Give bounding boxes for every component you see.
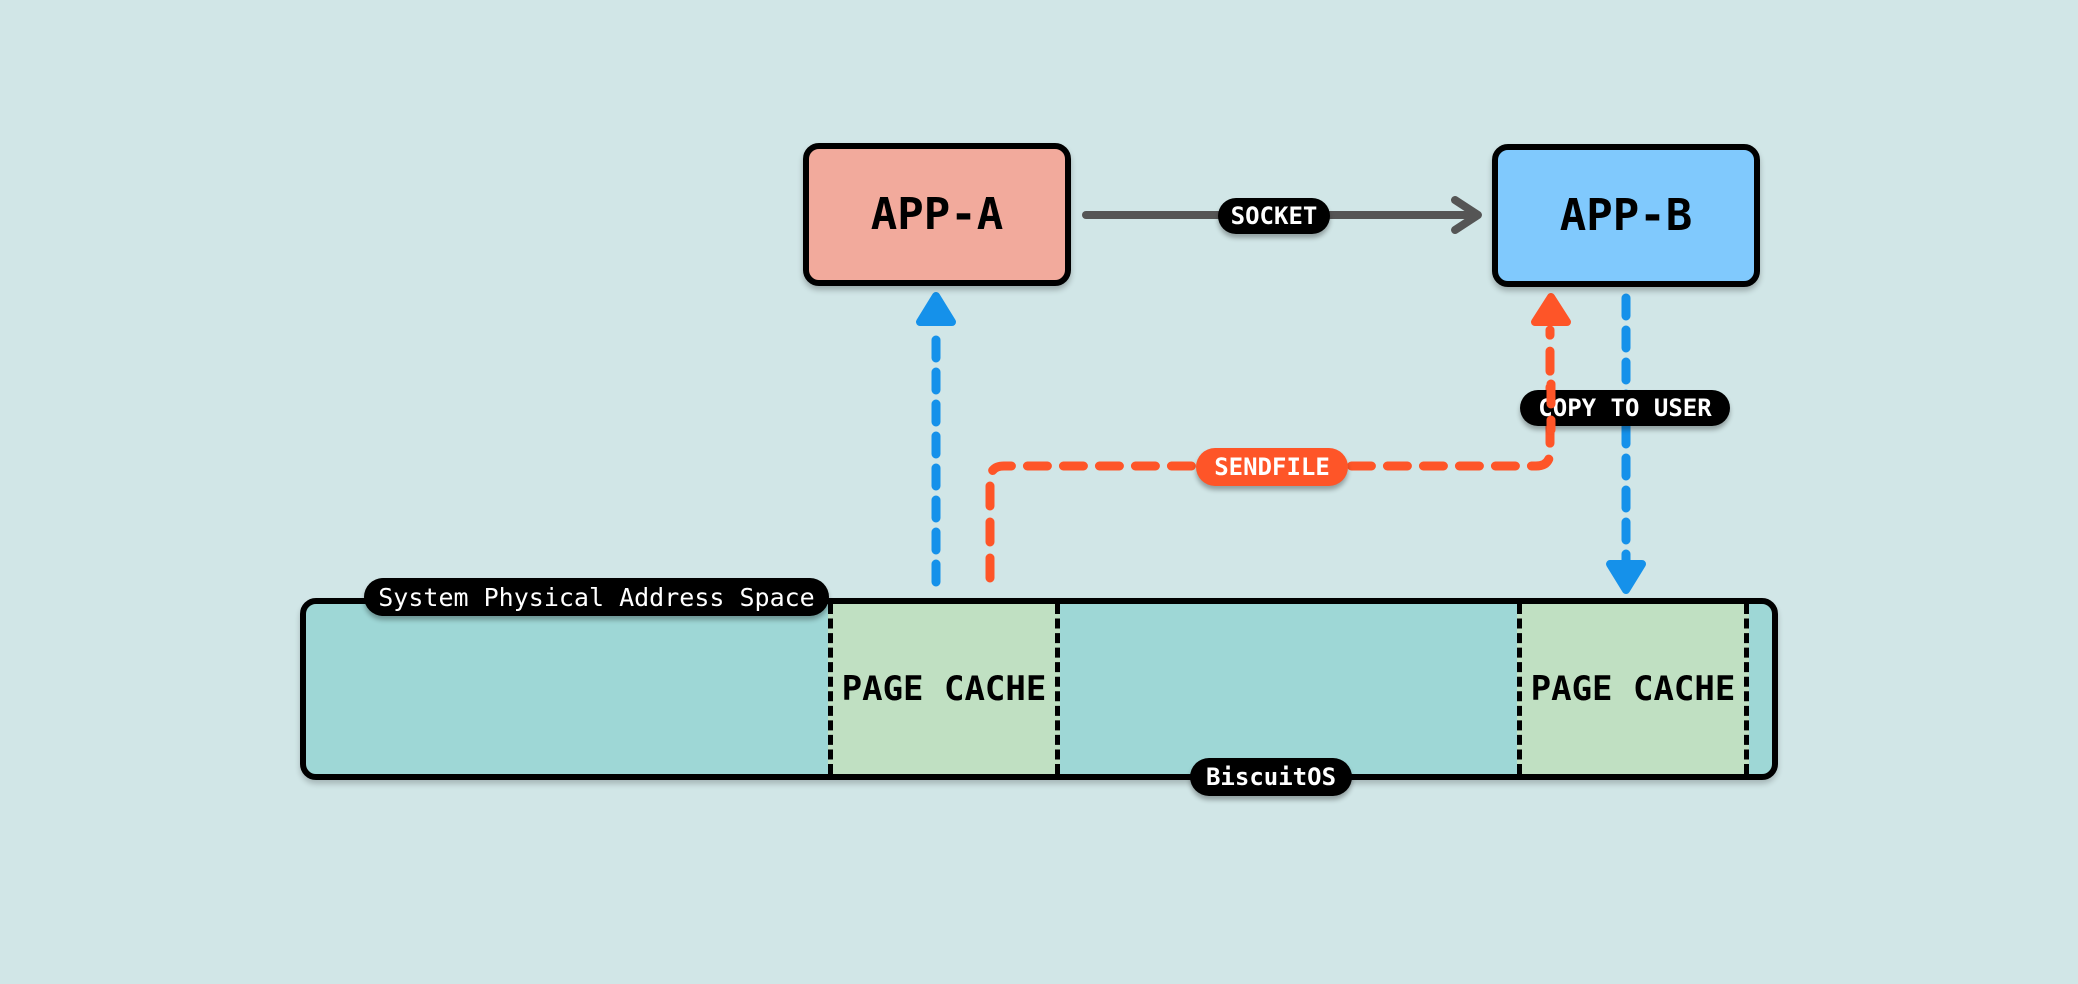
socket-label: SOCKET <box>1218 198 1330 234</box>
biscuitos-label: BiscuitOS <box>1190 758 1352 796</box>
copy-to-user-label: COPY TO USER <box>1520 390 1730 426</box>
page-cache-region: PAGE CACHE <box>828 604 1060 774</box>
physical-address-space: PAGE CACHE PAGE CACHE <box>300 598 1778 780</box>
sendfile-path <box>985 325 1555 583</box>
page-cache-label: PAGE CACHE <box>841 669 1047 709</box>
app-b-node: APP-B <box>1492 144 1760 287</box>
address-space-label: System Physical Address Space <box>364 578 829 616</box>
socket-arrowhead <box>1451 196 1482 234</box>
blue-down-arrowhead <box>1606 560 1646 594</box>
sendfile-label: SENDFILE <box>1196 448 1348 486</box>
page-cache-region: PAGE CACHE <box>1517 604 1749 774</box>
app-a-label: APP-A <box>870 189 1004 240</box>
sendfile-arrowhead <box>1531 293 1571 326</box>
app-a-node: APP-A <box>803 143 1071 286</box>
page-cache-label: PAGE CACHE <box>1530 669 1736 709</box>
blue-up-arrowhead <box>916 292 956 326</box>
app-b-label: APP-B <box>1559 190 1693 241</box>
